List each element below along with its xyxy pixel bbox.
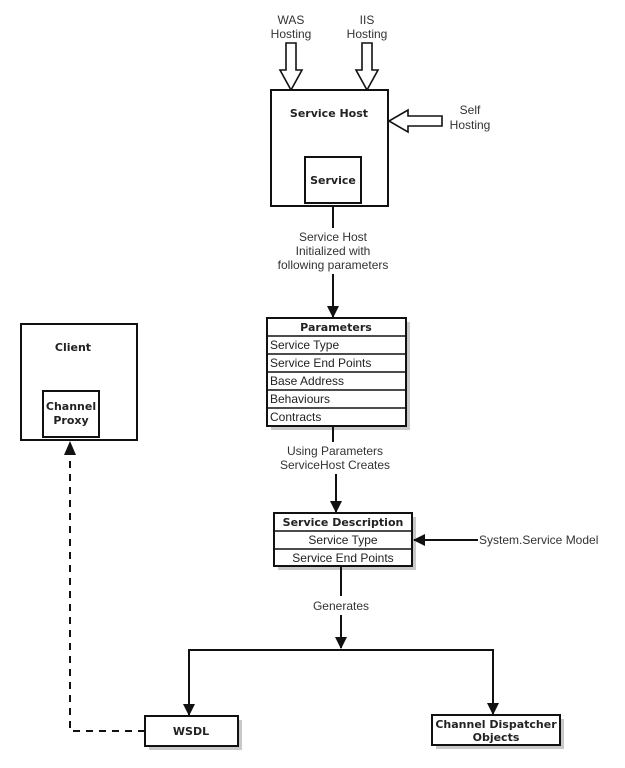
- edge-create-label-line2: ServiceHost Creates: [280, 458, 390, 472]
- channel-dispatcher-label-line2: Objects: [473, 731, 520, 744]
- self-hosting-label-line1: Self: [460, 103, 481, 117]
- service-description-row: Service End Points: [292, 551, 393, 565]
- channel-proxy-box: [42, 390, 100, 438]
- system-service-model-label: System.Service Model: [479, 533, 598, 547]
- parameters-row: Behaviours: [270, 392, 330, 406]
- parameters-row: Service End Points: [270, 356, 371, 370]
- channel-proxy-label-line2: Proxy: [53, 414, 88, 427]
- iis-hosting-label-line2: Hosting: [347, 27, 388, 41]
- iis-hosting-label-line1: IIS: [360, 13, 375, 27]
- edge-generates-label: Generates: [313, 599, 369, 613]
- client-title: Client: [55, 341, 91, 354]
- was-hosting-label-line2: Hosting: [271, 27, 312, 41]
- service-box: [304, 156, 362, 204]
- wsdl-box: [144, 715, 239, 747]
- self-hosting-label-line2: Hosting: [450, 118, 491, 132]
- service-label: Service: [310, 174, 356, 187]
- service-description-row: Service Type: [308, 533, 377, 547]
- was-hosting-arrow: [278, 42, 304, 92]
- self-hosting-arrow: [387, 108, 443, 134]
- channel-dispatcher-box: [431, 714, 561, 746]
- service-description-table: Service Description Service Type Service…: [273, 512, 413, 567]
- channel-proxy-label-line1: Channel: [46, 400, 96, 413]
- service-host-title: Service Host: [290, 107, 368, 120]
- edge-init-label-line3: following parameters: [278, 258, 389, 272]
- channel-dispatcher-label-line1: Channel Dispatcher: [435, 718, 557, 731]
- was-hosting-label-line1: WAS: [278, 13, 305, 27]
- parameters-header: Parameters: [300, 321, 372, 334]
- service-description-header: Service Description: [283, 516, 404, 529]
- iis-hosting-arrow: [354, 42, 380, 92]
- edge-create-label-line1: Using Parameters: [287, 444, 383, 458]
- parameters-table: Parameters Service Type Service End Poin…: [266, 317, 407, 427]
- service-description-box: [273, 512, 413, 567]
- wsdl-label: WSDL: [173, 725, 209, 738]
- parameters-row: Service Type: [270, 338, 339, 352]
- parameters-row: Contracts: [270, 410, 321, 424]
- edge-init-label-line2: Initialized with: [296, 244, 371, 258]
- parameters-row: Base Address: [270, 374, 344, 388]
- client-arrowhead: [64, 441, 76, 455]
- edge-init-label-line1: Service Host: [299, 230, 368, 244]
- wsdl-to-client-dashed-edge: [69, 443, 145, 732]
